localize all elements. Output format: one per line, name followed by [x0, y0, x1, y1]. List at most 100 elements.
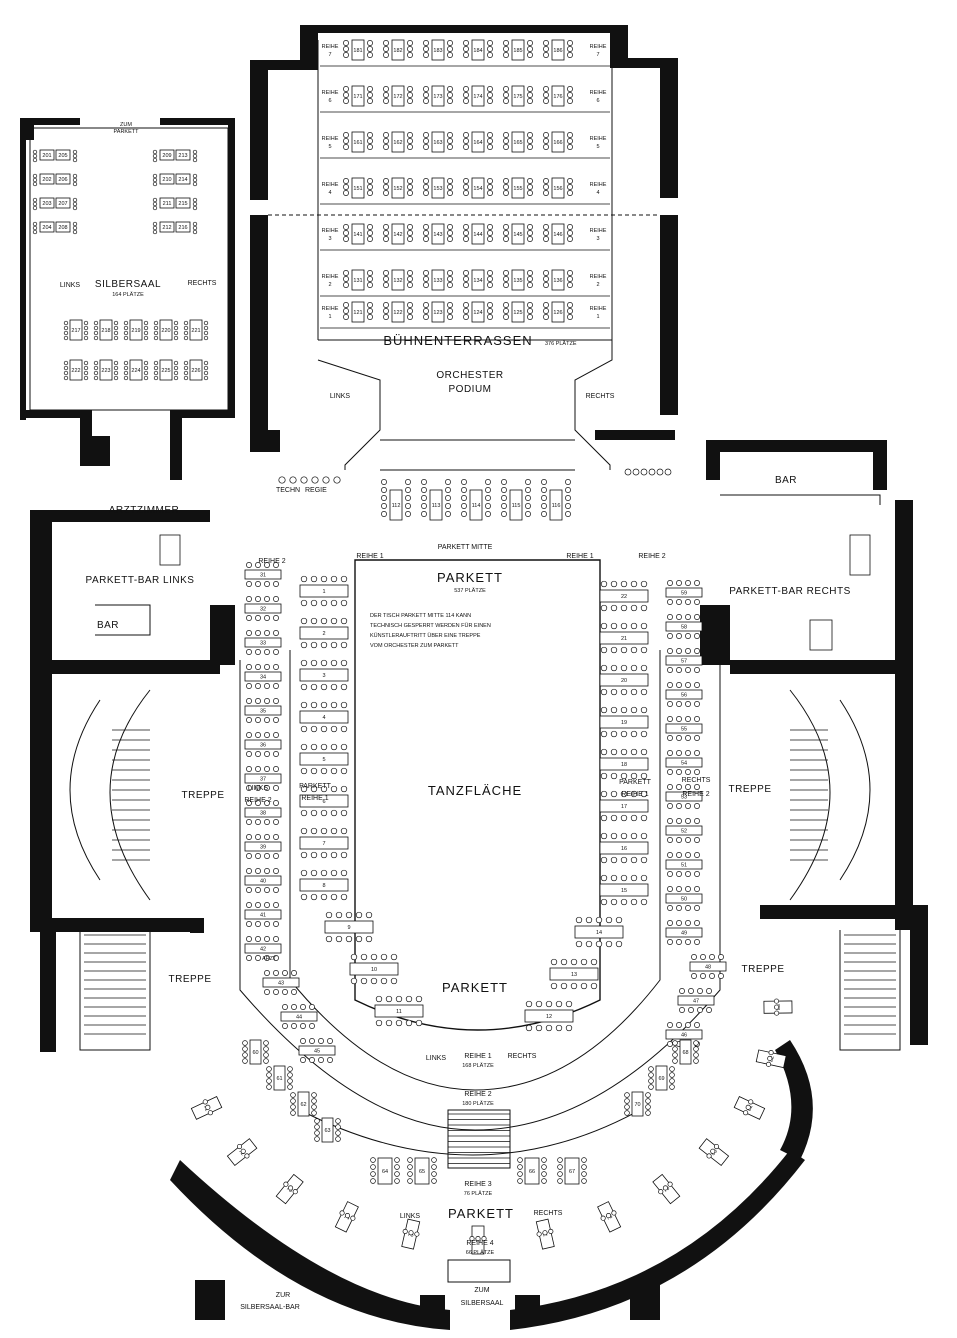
seat	[255, 581, 261, 587]
seat	[309, 1004, 315, 1010]
seat	[32, 221, 38, 227]
seat	[273, 698, 279, 704]
parkett-table: 16	[599, 841, 649, 855]
seat	[676, 803, 682, 809]
seat	[768, 1050, 774, 1056]
seat	[282, 1023, 288, 1029]
seat	[143, 370, 149, 376]
seat	[365, 911, 373, 919]
seat	[405, 487, 411, 493]
table-number: 202	[42, 177, 51, 183]
seat	[83, 325, 89, 331]
parkett-note-4: VOM ORCHESTER ZUM PARKETT	[370, 643, 459, 649]
seat	[620, 664, 628, 672]
seat	[355, 935, 363, 943]
seat	[311, 1110, 317, 1116]
seat	[32, 173, 38, 179]
seat	[693, 1046, 699, 1052]
table-number: 123	[433, 310, 442, 316]
seat	[340, 725, 348, 733]
table-number: 45	[314, 1049, 320, 1055]
table-number: 154	[473, 186, 482, 192]
seat	[273, 751, 279, 757]
seat	[407, 184, 413, 190]
seat	[381, 503, 387, 509]
seat	[83, 335, 89, 341]
table-number: 176	[553, 94, 562, 100]
seat	[330, 701, 338, 709]
parkett-outer-table: 36	[244, 739, 282, 750]
seat	[367, 138, 373, 144]
parkett-table: 3	[299, 668, 349, 682]
seat	[525, 479, 531, 485]
bar-right-table	[849, 534, 871, 576]
seat	[501, 479, 507, 485]
seat	[431, 1178, 437, 1184]
seat	[567, 138, 573, 144]
seat	[487, 132, 493, 138]
stage-table: 186	[551, 39, 565, 61]
seat	[310, 827, 318, 835]
table-number: 181	[353, 48, 362, 54]
seat	[344, 1213, 351, 1219]
table-number: 143	[433, 232, 442, 238]
seat	[310, 701, 318, 709]
seat	[431, 1157, 437, 1163]
seat	[407, 1171, 413, 1177]
seat	[697, 1007, 703, 1013]
seat	[610, 730, 618, 738]
seat	[600, 874, 608, 882]
seat	[394, 1164, 400, 1170]
seat	[311, 1092, 317, 1098]
lower-table: 60	[249, 1039, 262, 1065]
seat	[383, 184, 389, 190]
seat	[300, 743, 308, 751]
seat	[447, 138, 453, 144]
seat	[340, 599, 348, 607]
seat	[300, 476, 308, 484]
parkett-table: 6	[299, 794, 349, 808]
seat	[383, 178, 389, 184]
parkett-outer-table: 54	[665, 757, 703, 768]
parkett-mitte-table: 114	[469, 489, 483, 521]
seat	[548, 1228, 554, 1234]
seat	[620, 772, 628, 780]
seat	[640, 874, 648, 882]
seat	[311, 1098, 317, 1104]
seat	[367, 314, 373, 320]
seat	[283, 1181, 289, 1187]
seat	[383, 302, 389, 308]
seat	[445, 487, 451, 493]
seat	[718, 954, 724, 960]
seat	[183, 365, 189, 371]
seat	[667, 784, 673, 790]
seat	[567, 314, 573, 320]
seat	[300, 767, 308, 775]
parkettbar-links-label: PARKETT-BAR LINKS	[86, 575, 195, 586]
seat	[693, 1058, 699, 1064]
seat	[72, 229, 78, 235]
seat	[503, 92, 509, 98]
lower-table: 65	[414, 1157, 430, 1185]
seat	[264, 868, 270, 874]
table-number: 185	[513, 48, 522, 54]
seat	[487, 92, 493, 98]
seat	[543, 282, 549, 288]
seat	[309, 1038, 315, 1044]
seat	[123, 360, 129, 366]
parkett-outer-table: 52	[665, 825, 703, 836]
seat	[340, 827, 348, 835]
table-number: 207	[58, 201, 67, 207]
seat	[383, 282, 389, 288]
seat	[624, 1110, 630, 1116]
table-number: 163	[433, 140, 442, 146]
seat	[343, 270, 349, 276]
seat	[501, 495, 507, 501]
seat	[525, 1000, 533, 1008]
seat	[487, 236, 493, 242]
seat	[320, 827, 328, 835]
silbersaal-table: 214	[175, 173, 191, 185]
seat	[691, 954, 697, 960]
seat	[407, 302, 413, 308]
